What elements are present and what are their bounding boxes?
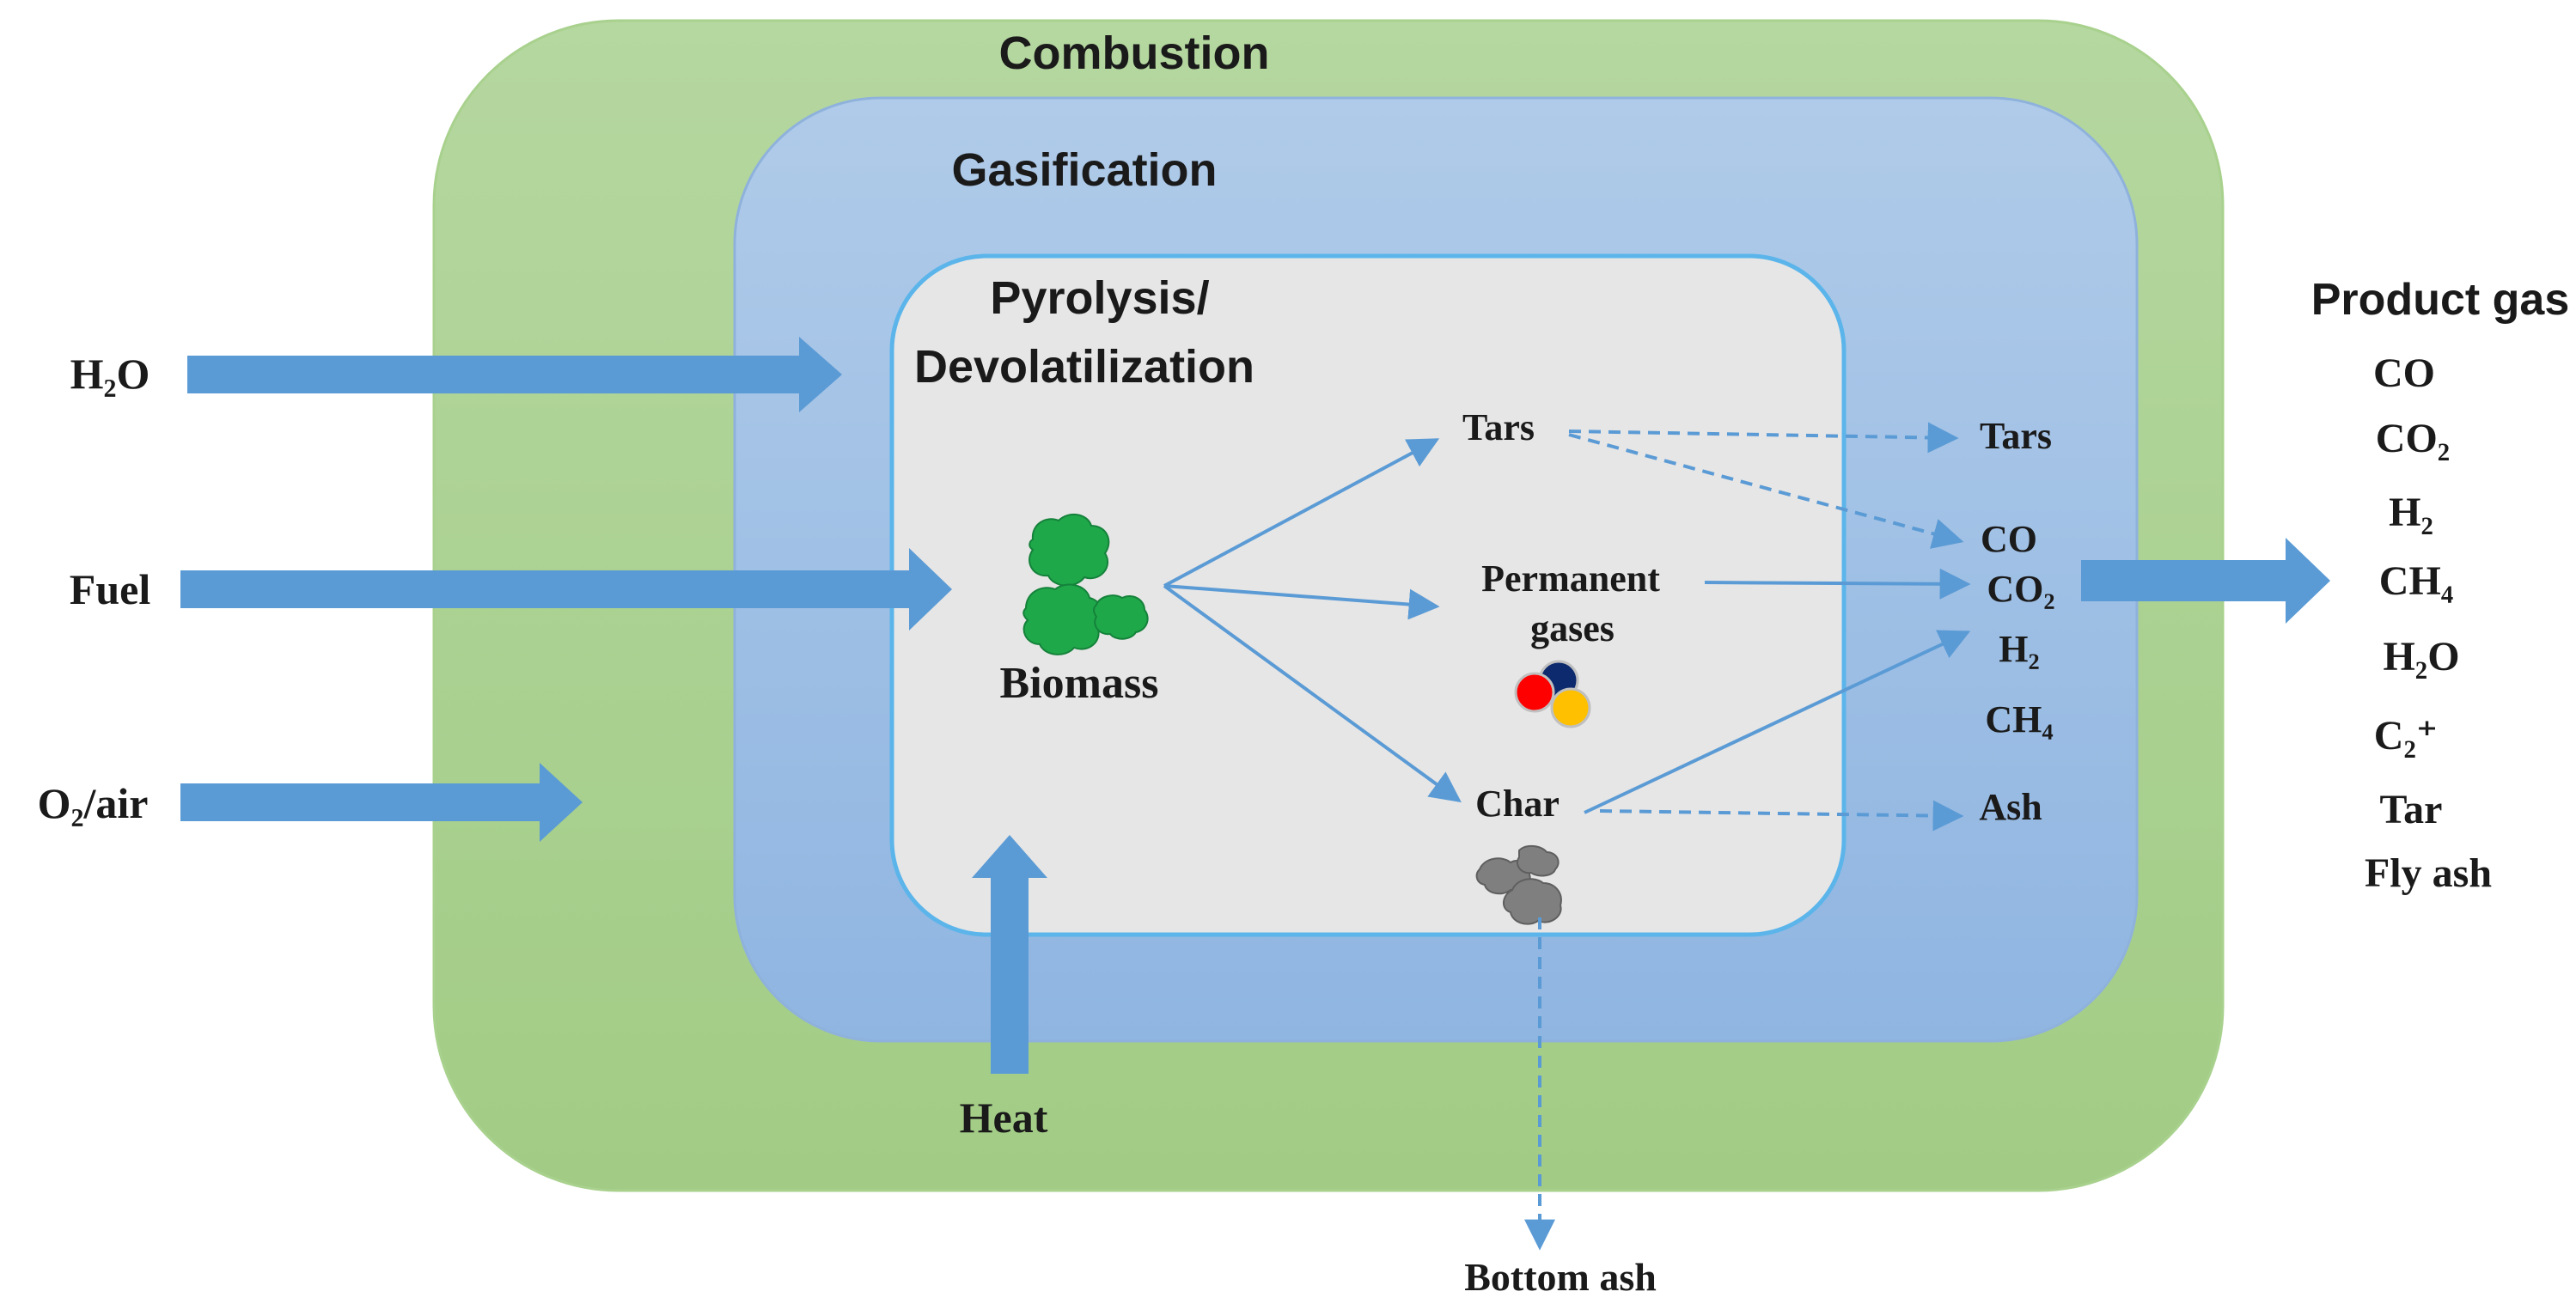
gasification-co2-label: CO₂ [1987, 568, 2054, 610]
o2-input-arrow [180, 763, 583, 842]
h2o-input-label: H₂O [70, 350, 150, 398]
heat-input-label: Heat [960, 1094, 1048, 1142]
bottom-ash-label: Bottom ash [1464, 1255, 1657, 1299]
pyrolysis-tars-label: Tars [1462, 406, 1535, 448]
arrow-permanent-gases-to-co2 [1704, 568, 1971, 600]
gasification-co-label: CO [1981, 518, 2037, 560]
gasification-ch4-label: CH₄ [1985, 698, 2053, 740]
pyrolysis-label-line1: Pyrolysis/ [990, 272, 1209, 324]
fuel-input-label: Fuel [70, 565, 151, 613]
biomass-icon [1022, 513, 1149, 655]
combustion-label: Combustion [999, 27, 1270, 79]
dashed-arrow-char-to-ash [1599, 800, 1964, 832]
product-gas-item: C₂⁺ [2374, 713, 2438, 759]
gasification-tars-label: Tars [1980, 415, 2052, 457]
product-gas-item: CH₄ [2379, 558, 2453, 604]
product-gas-item: CO₂ [2376, 416, 2450, 461]
heat-input-arrow [972, 835, 1047, 1074]
product-gas-list: CO CO₂ H₂ CH₄ H₂O C₂⁺ Tar Fly ash [2365, 350, 2492, 896]
gasification-h2-label: H₂ [1999, 628, 2039, 670]
gasification-ash-label: Ash [1979, 786, 2042, 828]
product-gas-item: H₂ [2389, 490, 2433, 535]
arrow-char-to-h2 [1584, 630, 1971, 814]
fuel-input-arrow [180, 548, 952, 631]
arrow-biomass-to-char [1163, 584, 1462, 803]
dashed-arrow-tars-to-co [1568, 433, 1964, 549]
pyrolysis-label-line2: Devolatilization [914, 341, 1254, 393]
gasification-label: Gasification [951, 144, 1217, 196]
h2o-input-arrow [187, 337, 842, 412]
permanent-gases-label-line2: gases [1530, 607, 1615, 649]
product-gas-title: Product gas [2311, 275, 2570, 325]
permanent-gases-icon [1514, 660, 1591, 728]
permanent-gases-label-line1: Permanent [1481, 557, 1660, 600]
biomass-label: Biomass [1000, 659, 1159, 708]
o2-air-input-label: O₂/air [38, 779, 149, 827]
arrow-biomass-to-tars [1163, 438, 1440, 588]
product-gas-output-arrow [2081, 538, 2330, 624]
product-gas-item: Fly ash [2365, 850, 2492, 896]
arrow-biomass-to-permanent-gases [1163, 584, 1440, 620]
char-icon [1475, 845, 1562, 925]
pyrolysis-char-label: Char [1475, 783, 1560, 825]
dashed-arrow-tars-to-tars [1568, 422, 1959, 454]
product-gas-item: H₂O [2383, 634, 2459, 679]
product-gas-item: Tar [2380, 787, 2443, 832]
product-gas-item: CO [2373, 350, 2435, 396]
